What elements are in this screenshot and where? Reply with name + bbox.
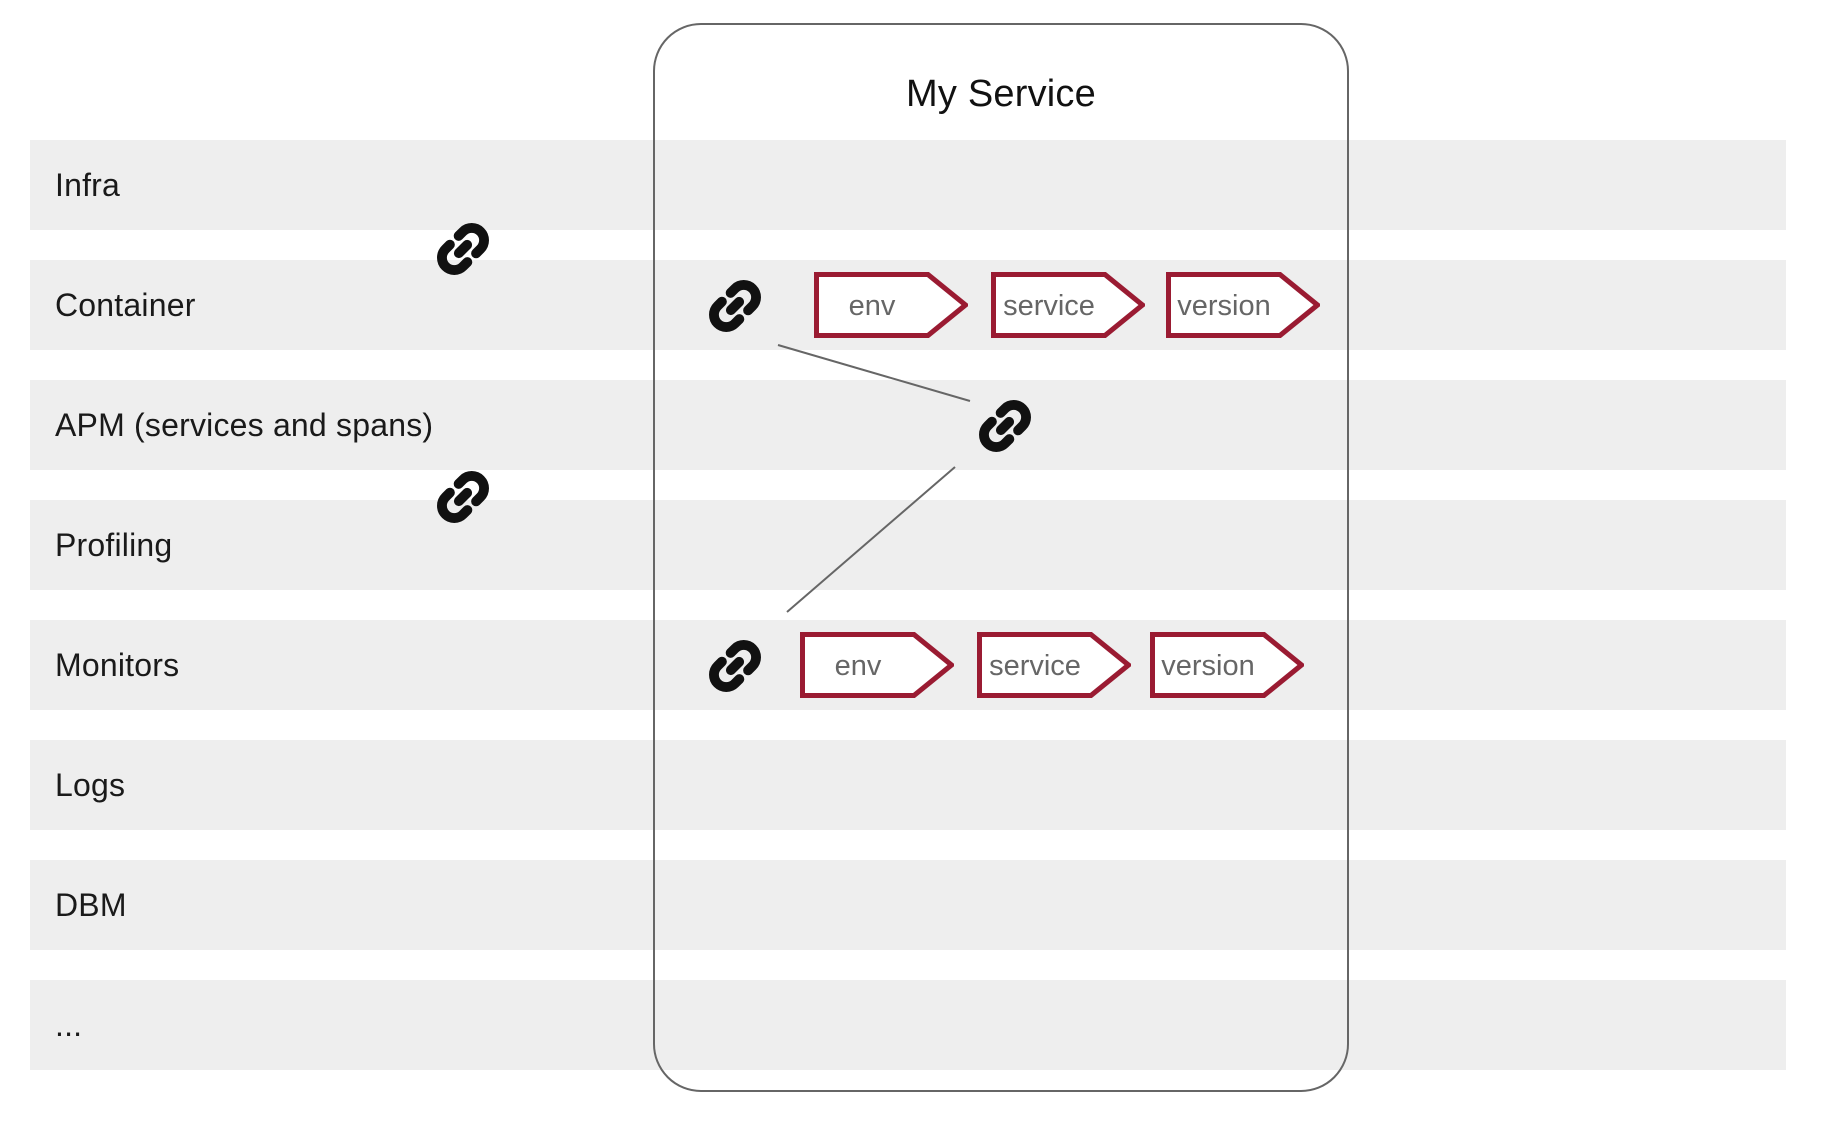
row-label-apm: APM (services and spans) [55, 406, 434, 443]
panel-title: My Service [906, 73, 1096, 115]
tag-container-env: env [814, 272, 968, 338]
row-logs: Logs [30, 740, 1786, 830]
row-label-profiling: Profiling [55, 526, 173, 563]
row-label-container: Container [55, 286, 196, 323]
row-label-logs: Logs [55, 766, 126, 803]
tag-container-env-label: env [849, 290, 896, 322]
link-icon-apm-profiling [437, 471, 489, 523]
row-label-ellipsis: ... [55, 1006, 83, 1043]
link-icon-center [979, 400, 1031, 452]
row-infra: Infra [30, 140, 1786, 230]
tag-container-service-label: service [1003, 290, 1095, 322]
tag-monitors-env: env [800, 632, 954, 698]
tag-container-version-label: version [1177, 290, 1271, 322]
row-label-monitors: Monitors [55, 646, 180, 683]
row-label-dbm: DBM [55, 886, 127, 923]
tag-monitors-version: version [1150, 632, 1304, 698]
link-icon-monitors-tags [709, 640, 761, 692]
link-icon-infra-container [437, 223, 489, 275]
row-dbm: DBM [30, 860, 1786, 950]
my-service-panel: My Service [653, 23, 1349, 1092]
tag-monitors-service-label: service [989, 650, 1081, 682]
tag-container-service: service [991, 272, 1145, 338]
row-ellipsis: ... [30, 980, 1786, 1070]
tag-container-version: version [1166, 272, 1320, 338]
tag-monitors-version-label: version [1161, 650, 1255, 682]
tag-monitors-service: service [977, 632, 1131, 698]
row-label-infra: Infra [55, 166, 121, 203]
tag-monitors-env-label: env [835, 650, 882, 682]
link-icon-container-tags [709, 280, 761, 332]
